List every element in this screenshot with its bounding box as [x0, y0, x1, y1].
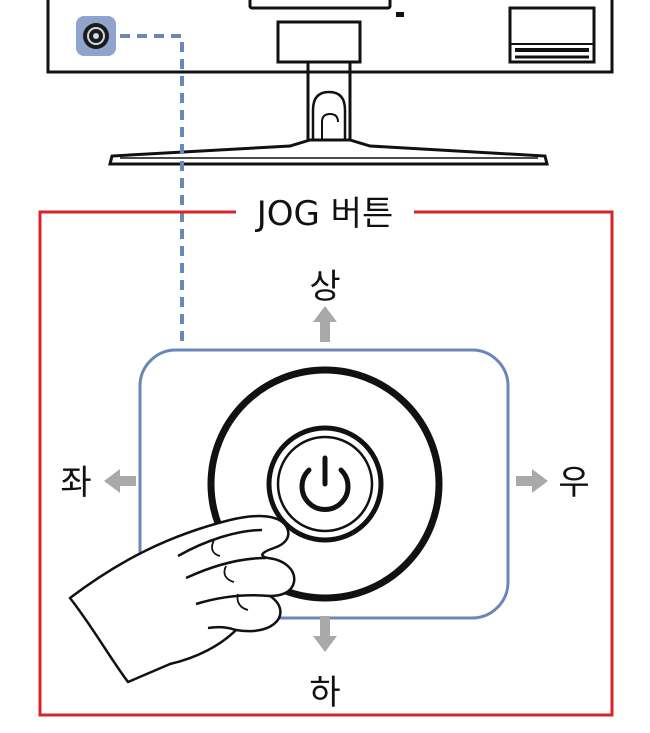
frame-title: JOG 버튼 [255, 194, 394, 234]
hand-icon [68, 514, 296, 684]
arrow-right-icon [516, 469, 548, 493]
leader-line [120, 34, 184, 342]
monitor-back [46, 0, 614, 74]
direction-left-label: 좌 [60, 463, 91, 503]
direction-right-label: 우 [558, 463, 589, 503]
direction-down-label: 하 [309, 673, 340, 713]
monitor-stand [108, 20, 549, 166]
arrow-left-icon [104, 469, 136, 493]
monitor-jog-button [76, 16, 116, 56]
power-icon [299, 455, 351, 513]
jog-frame [38, 210, 614, 717]
arrow-up-icon [313, 306, 337, 342]
arrow-down-icon [313, 616, 337, 652]
direction-up-label: 상 [309, 267, 340, 307]
